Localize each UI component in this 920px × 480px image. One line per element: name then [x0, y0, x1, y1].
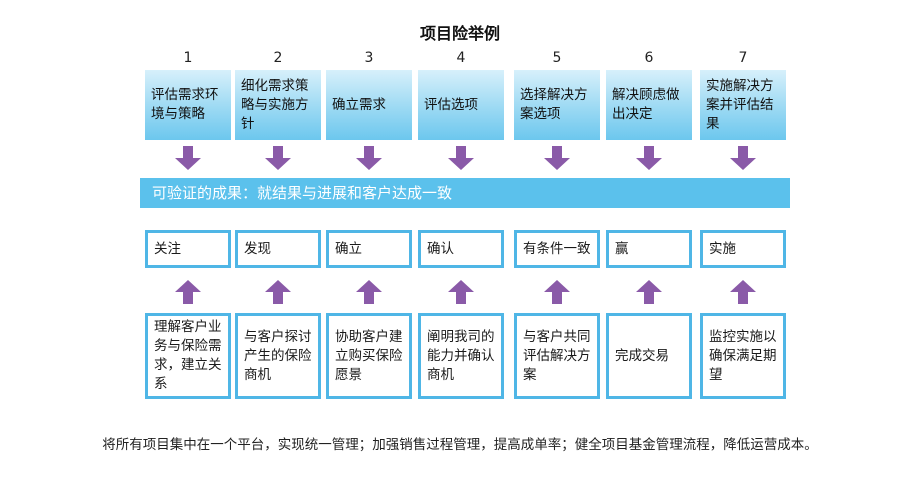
step-label: 实施解决方案并评估结果	[706, 77, 774, 132]
up-arrow-icon	[544, 280, 570, 304]
stage-label: 关注	[154, 240, 181, 257]
action-box: 与客户探讨产生的保险商机	[235, 313, 321, 399]
step-number: 4	[456, 50, 466, 66]
down-arrow-icon	[265, 146, 291, 170]
outcome-banner: 可验证的成果：就结果与进展和客户达成一致	[140, 178, 790, 208]
step-box: 评估选项	[418, 70, 504, 140]
down-arrow-icon	[730, 146, 756, 170]
stage-box: 赢	[606, 230, 692, 268]
step-number: 1	[183, 50, 193, 66]
up-arrow-icon	[175, 280, 201, 304]
step-number: 7	[738, 50, 748, 66]
step-box: 评估需求环境与策略	[145, 70, 231, 140]
down-arrow-icon	[636, 146, 662, 170]
step-box: 实施解决方案并评估结果	[700, 70, 786, 140]
up-arrow-icon	[448, 280, 474, 304]
stage-box: 实施	[700, 230, 786, 268]
down-arrow-icon	[544, 146, 570, 170]
stage-box: 有条件一致	[514, 230, 600, 268]
step-box: 解决顾虑做出决定	[606, 70, 692, 140]
down-arrow-icon	[448, 146, 474, 170]
step-box: 选择解决方案选项	[514, 70, 600, 140]
step-label: 确立需求	[332, 96, 386, 113]
step-label: 评估选项	[424, 96, 478, 113]
action-box: 监控实施以确保满足期望	[700, 313, 786, 399]
step-number: 6	[644, 50, 654, 66]
step-box: 确立需求	[326, 70, 412, 140]
step-number: 3	[364, 50, 374, 66]
action-label: 阐明我司的能力并确认商机	[427, 328, 495, 383]
action-label: 完成交易	[615, 347, 669, 364]
action-box: 阐明我司的能力并确认商机	[418, 313, 504, 399]
action-label: 与客户共同评估解决方案	[523, 328, 591, 383]
stage-box: 关注	[145, 230, 231, 268]
action-box: 与客户共同评估解决方案	[514, 313, 600, 399]
action-label: 协助客户建立购买保险愿景	[335, 328, 403, 383]
up-arrow-icon	[265, 280, 291, 304]
action-label: 理解客户业务与保险需求，建立关系	[154, 319, 222, 392]
action-label: 监控实施以确保满足期望	[709, 328, 777, 383]
stage-box: 发现	[235, 230, 321, 268]
action-box: 理解客户业务与保险需求，建立关系	[145, 313, 231, 399]
down-arrow-icon	[175, 146, 201, 170]
up-arrow-icon	[356, 280, 382, 304]
stage-label: 实施	[709, 240, 736, 257]
action-box: 协助客户建立购买保险愿景	[326, 313, 412, 399]
step-label: 细化需求策略与实施方针	[241, 77, 309, 132]
stage-label: 确认	[427, 240, 454, 257]
step-number: 5	[552, 50, 562, 66]
stage-box: 确立	[326, 230, 412, 268]
step-label: 评估需求环境与策略	[151, 87, 219, 122]
action-label: 与客户探讨产生的保险商机	[244, 328, 312, 383]
stage-label: 确立	[335, 240, 362, 257]
diagram-title: 项目险举例	[419, 24, 500, 43]
stage-label: 有条件一致	[523, 240, 591, 257]
down-arrow-icon	[356, 146, 382, 170]
action-box: 完成交易	[606, 313, 692, 399]
step-number: 2	[273, 50, 283, 66]
stage-label: 赢	[615, 240, 629, 257]
stage-label: 发现	[244, 240, 271, 257]
step-label: 解决顾虑做出决定	[612, 87, 680, 122]
up-arrow-icon	[636, 280, 662, 304]
stage-box: 确认	[418, 230, 504, 268]
up-arrow-icon	[730, 280, 756, 304]
footer-note: 将所有项目集中在一个平台，实现统一管理；加强销售过程管理，提高成单率；健全项目基…	[102, 437, 818, 453]
step-box: 细化需求策略与实施方针	[235, 70, 321, 140]
step-label: 选择解决方案选项	[520, 87, 588, 122]
